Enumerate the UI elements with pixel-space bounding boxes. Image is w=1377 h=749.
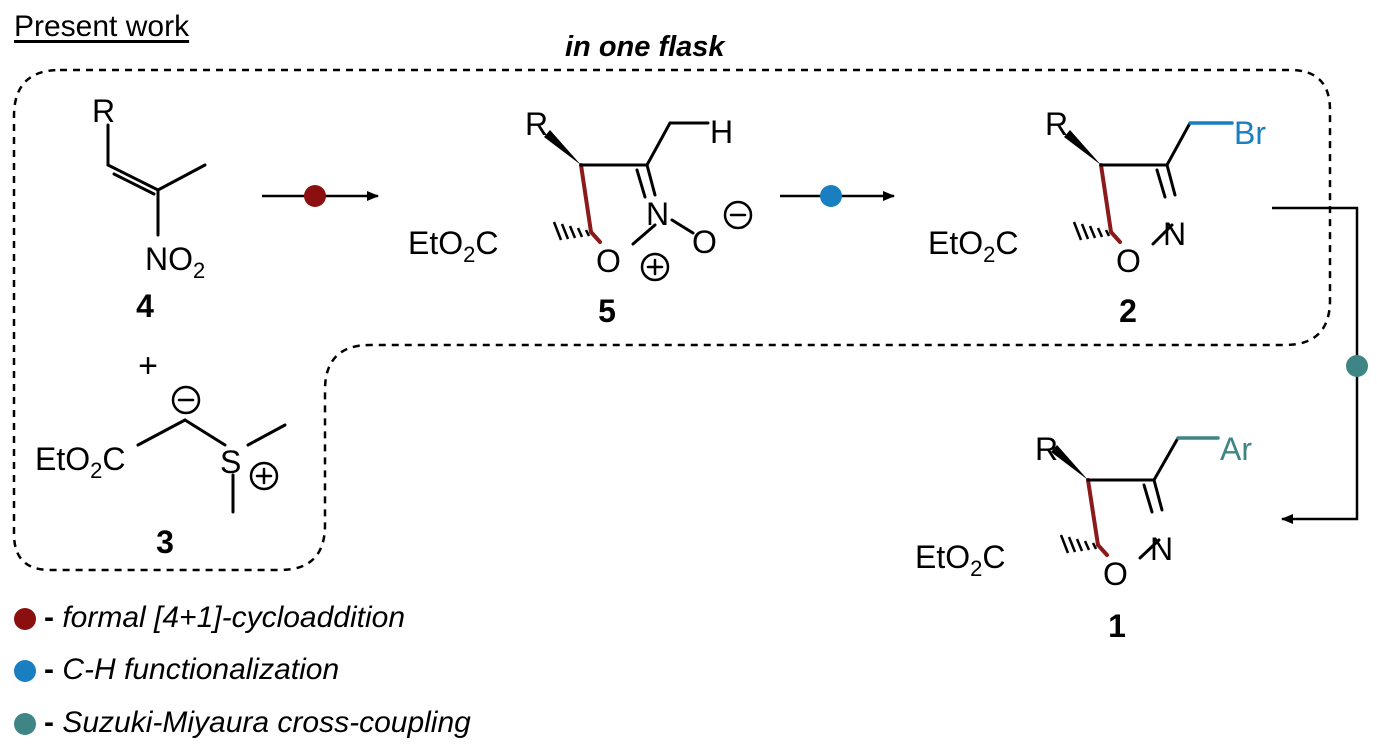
c5-number: 5 <box>598 293 616 329</box>
c1-ring-o-label: O <box>1103 556 1128 592</box>
c1-n-label: N <box>1150 531 1173 567</box>
c3-sulfur-label: S <box>220 444 241 480</box>
legend-dot-step-2 <box>14 660 36 683</box>
compound-3 <box>136 385 287 514</box>
c4-r-label: R <box>92 93 115 129</box>
c5-n-label: N <box>646 196 669 232</box>
step-3-dot <box>1346 355 1368 377</box>
c5-ring-o-label: O <box>596 243 621 279</box>
one-flask-boundary <box>12 68 1332 572</box>
c4-number: 4 <box>136 288 154 324</box>
step-2-dot <box>820 185 842 207</box>
page-title: Present work <box>14 10 190 43</box>
c3-number: 3 <box>156 524 174 560</box>
legend-item-cycloaddition: - formal [4+1]-cycloaddition <box>14 603 405 633</box>
c5-wedge-bond <box>544 130 581 165</box>
c2-r-label: R <box>1045 106 1068 142</box>
c2-hash-bond <box>1072 221 1111 241</box>
c1-ar-label: Ar <box>1220 431 1252 467</box>
c2-number: 2 <box>1119 293 1137 329</box>
c5-ext-o-label: O <box>692 224 717 260</box>
legend-item-ch-functionalization: - C-H functionalization <box>14 655 339 685</box>
plus-sign: + <box>138 347 158 385</box>
legend-text: Suzuki-Miyaura cross-coupling <box>62 706 471 739</box>
compound-1 <box>1086 436 1220 560</box>
c1-hash-bond <box>1059 534 1098 554</box>
c1-r-label: R <box>1035 431 1058 467</box>
legend-dot-step-3 <box>14 713 36 736</box>
compound-2 <box>1099 121 1234 246</box>
step-1-dot <box>304 185 326 207</box>
c4-nitro-label: NO2 <box>145 241 205 283</box>
c5-ester-label: EtO2C <box>408 225 498 267</box>
legend-text: formal [4+1]-cycloaddition <box>62 601 406 634</box>
c1-wedge-bond <box>1051 445 1088 480</box>
c2-br-label: Br <box>1234 115 1266 151</box>
compound-5 <box>579 121 753 282</box>
c2-ester-label: EtO2C <box>928 225 1018 267</box>
c2-n-label: N <box>1163 216 1186 252</box>
legend-text: C-H functionalization <box>62 653 340 686</box>
arrow-step-3 <box>1272 206 1359 524</box>
c5-hash-bond <box>552 221 591 241</box>
c1-ester-label: EtO2C <box>915 539 1005 581</box>
legend-dot-step-1 <box>14 608 36 631</box>
c5-h-label: H <box>710 114 733 150</box>
compound-4 <box>106 123 207 237</box>
legend-item-suzuki: - Suzuki-Miyaura cross-coupling <box>14 708 471 738</box>
c3-ester-label: EtO2C <box>35 441 125 483</box>
c5-r-label: R <box>525 106 548 142</box>
c2-ring-o-label: O <box>1116 243 1141 279</box>
c2-wedge-bond <box>1064 130 1101 165</box>
one-flask-label: in one flask <box>565 31 725 63</box>
c1-number: 1 <box>1108 608 1126 644</box>
